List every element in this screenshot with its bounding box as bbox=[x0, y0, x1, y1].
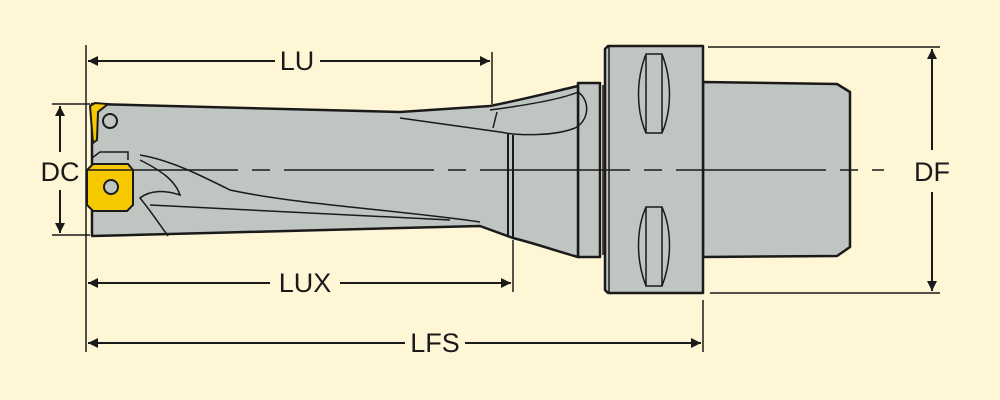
drill-body bbox=[90, 84, 580, 259]
flange-slot-bottom bbox=[637, 206, 671, 287]
screw-hole-bottom bbox=[103, 179, 119, 195]
insert-pocket bbox=[91, 151, 129, 160]
dimension-lu: LU bbox=[88, 46, 490, 76]
label-lfs: LFS bbox=[410, 328, 460, 358]
dimension-df: DF bbox=[914, 49, 950, 291]
dimension-lux: LUX bbox=[88, 268, 511, 298]
label-lu: LU bbox=[280, 46, 315, 76]
extension-lines bbox=[52, 45, 940, 352]
flute-bottom bbox=[138, 154, 481, 237]
label-lux: LUX bbox=[279, 268, 332, 298]
dimension-dc: DC bbox=[41, 106, 80, 233]
label-df: DF bbox=[914, 157, 950, 187]
label-dc: DC bbox=[41, 157, 80, 187]
screw-hole-top bbox=[102, 113, 118, 129]
dimension-lfs: LFS bbox=[88, 328, 701, 358]
flange-slot-top bbox=[637, 53, 671, 134]
flute-top bbox=[399, 91, 588, 136]
insert-top bbox=[88, 101, 111, 145]
drill-tool bbox=[86, 44, 852, 295]
